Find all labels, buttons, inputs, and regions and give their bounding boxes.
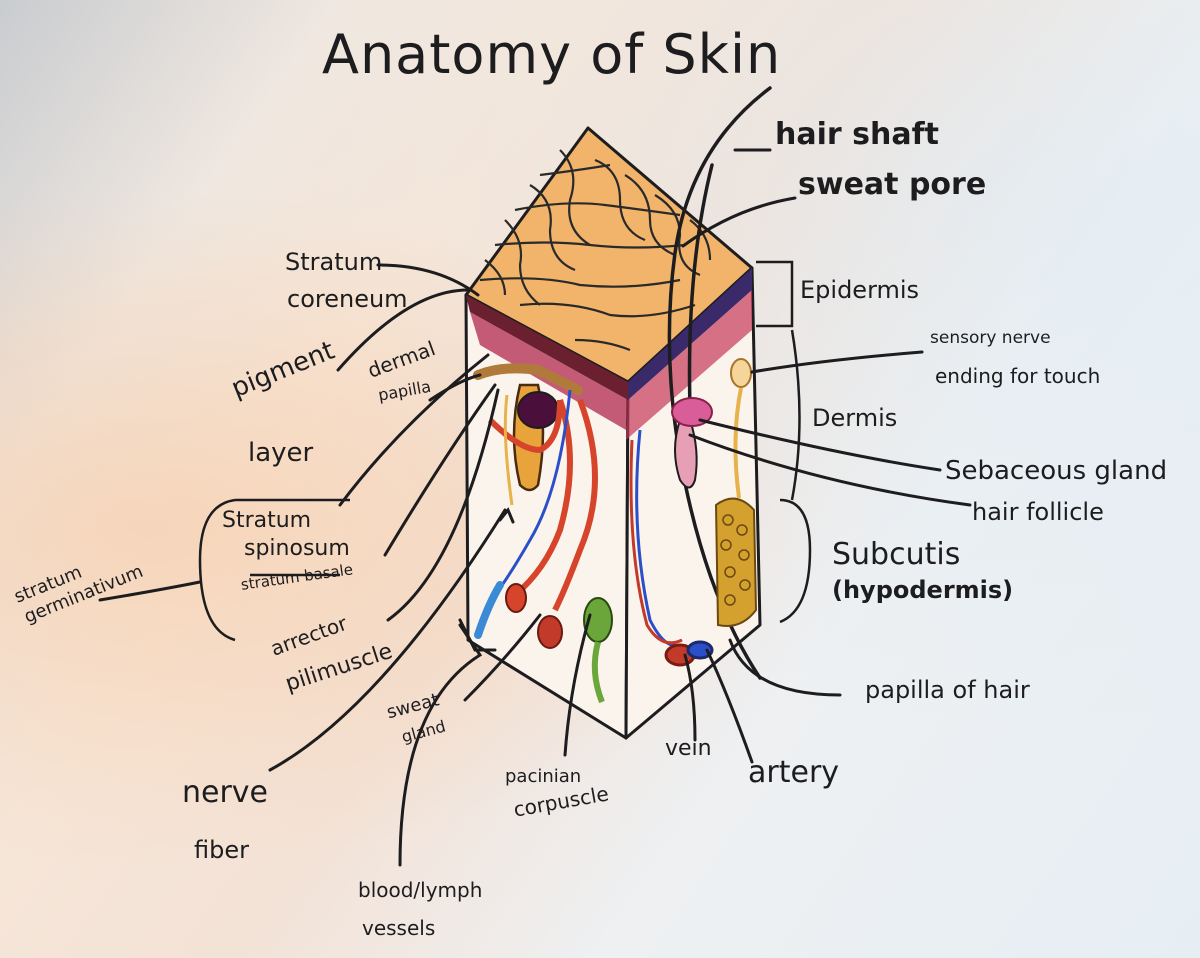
page-title: Anatomy of Skin (322, 23, 782, 86)
label-sweat-pore: sweat pore (798, 167, 987, 202)
label-blood-lymph-2: vessels (362, 916, 436, 940)
label-artery: artery (748, 755, 840, 790)
label-dermis: Dermis (812, 404, 898, 432)
layer-brackets (198, 260, 812, 642)
left-structures (473, 363, 613, 704)
label-pacinian-1: pacinian (505, 766, 582, 787)
scale-pattern (479, 149, 712, 352)
hair-follicle (674, 419, 698, 489)
label-sensory-nerve-1: sensory nerve (930, 328, 1051, 348)
label-sebaceous-gland: Sebaceous gland (945, 456, 1168, 486)
label-subcutis-1: Subcutis (832, 537, 961, 572)
label-epidermis: Epidermis (800, 276, 920, 304)
label-hair-follicle: hair follicle (972, 498, 1104, 526)
label-sensory-nerve-2: ending for touch (935, 364, 1101, 388)
label-stratum-spinosum-2: spinosum (244, 536, 350, 561)
label-papilla-of-hair: papilla of hair (865, 676, 1030, 704)
label-nerve-fiber-2: fiber (194, 836, 249, 864)
sensory-nerve-ending (730, 358, 752, 499)
label-blood-lymph-1: blood/lymph (358, 878, 483, 902)
subcutis-fat (714, 497, 758, 627)
leader-lines (98, 148, 972, 867)
label-stratum-coreneum-2: coreneum (287, 285, 408, 313)
label-stratum-coreneum-1: Stratum (285, 248, 383, 276)
label-subcutis-2: (hypodermis) (832, 576, 1014, 604)
label-hair-shaft: hair shaft (775, 117, 939, 152)
skin-block (464, 126, 762, 740)
label-vein: vein (665, 736, 712, 761)
label-stratum-spinosum-1: Stratum (222, 508, 312, 533)
label-nerve-fiber-1: nerve (182, 775, 269, 810)
label-pigment-layer-2: layer (248, 438, 314, 468)
